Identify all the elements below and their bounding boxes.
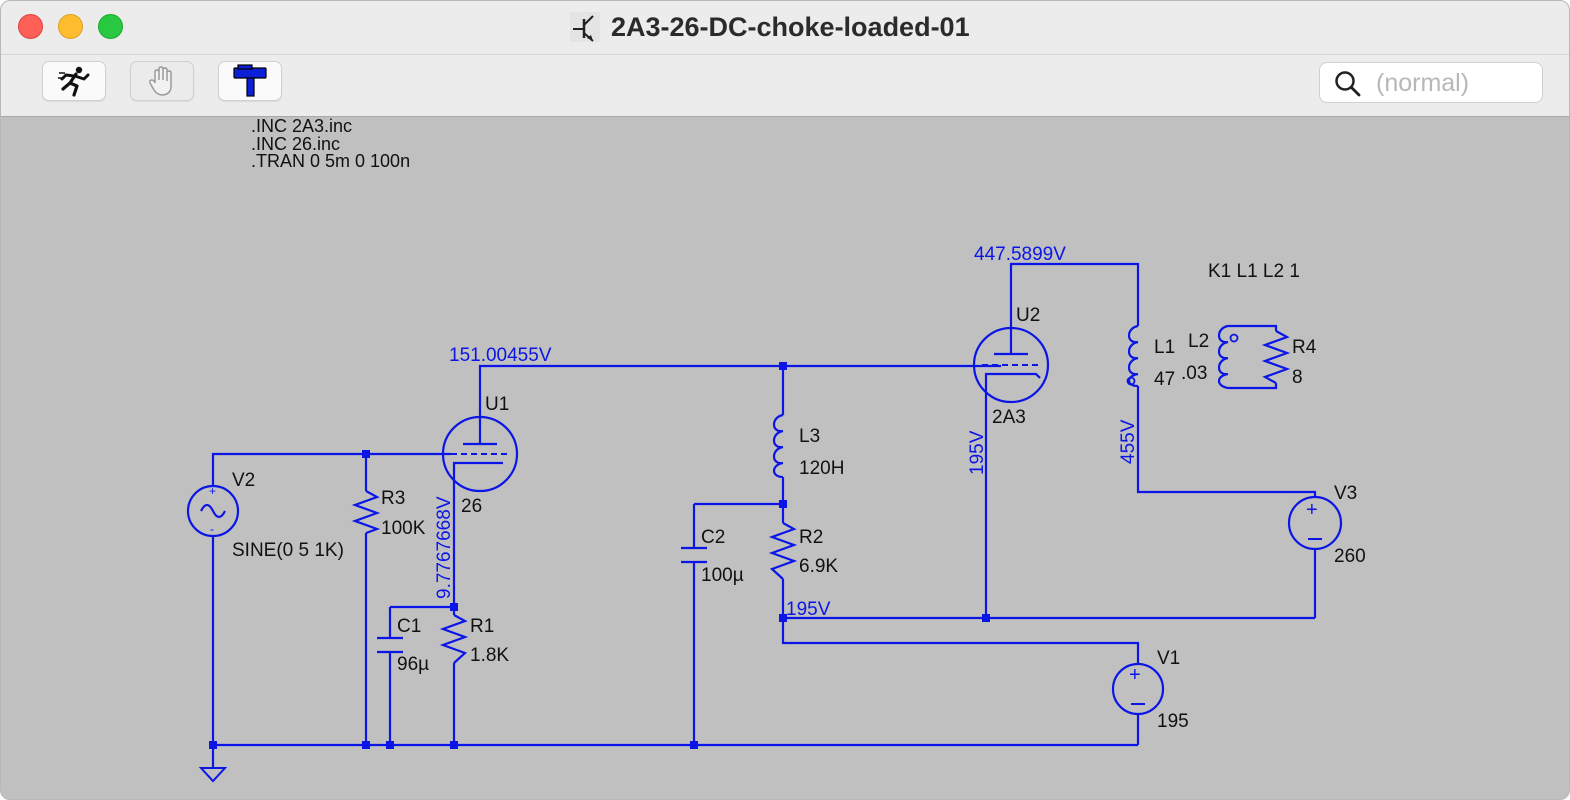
schematic-drawing[interactable]: .w { stroke:#0b16e6; stroke-width:2.2; f… xyxy=(1,116,1570,800)
hand-icon xyxy=(149,66,172,96)
l2-name: L2 xyxy=(1188,331,1209,352)
r4-name: R4 xyxy=(1292,337,1317,358)
u1-model: 26 xyxy=(461,496,482,517)
r3-name: R3 xyxy=(381,488,405,509)
u2-model: 2A3 xyxy=(992,407,1026,428)
l1-value: 47 xyxy=(1154,369,1175,390)
l1-inductor[interactable] xyxy=(1126,324,1139,388)
r1-value: 1.8K xyxy=(470,645,509,666)
c2-capacitor[interactable] xyxy=(681,546,707,564)
r3-value: 100K xyxy=(381,518,426,539)
u1-triode-tube[interactable] xyxy=(441,415,519,493)
svg-text:+: + xyxy=(1306,499,1318,521)
svg-text:+: + xyxy=(209,484,216,498)
node-voltage-label[interactable]: 195V xyxy=(786,599,831,620)
ground-symbol[interactable] xyxy=(198,767,228,783)
probe-button[interactable] xyxy=(218,61,282,101)
u2-name: U2 xyxy=(1016,305,1040,326)
v1-value: 195 xyxy=(1157,711,1189,732)
r3-resistor[interactable] xyxy=(351,490,381,535)
run-button[interactable] xyxy=(42,61,106,101)
svg-text:+: + xyxy=(1129,664,1141,686)
v3-value: 260 xyxy=(1334,546,1366,567)
c2-name: C2 xyxy=(701,527,725,548)
close-button[interactable] xyxy=(18,14,43,39)
u1-name: U1 xyxy=(485,394,509,415)
node-voltage-label[interactable]: 195V xyxy=(967,430,988,475)
v1-dc-source[interactable]: + xyxy=(1111,662,1165,716)
svg-text:-: - xyxy=(210,522,214,536)
l3-value: 120H xyxy=(799,458,844,479)
junctions xyxy=(209,362,990,749)
search-box[interactable] xyxy=(1319,62,1543,103)
coupling-directive[interactable]: K1 L1 L2 1 xyxy=(1208,261,1300,282)
halt-button[interactable] xyxy=(130,61,194,101)
u2-triode-tube[interactable] xyxy=(972,326,1050,404)
c1-value: 96µ xyxy=(397,654,429,675)
running-man-icon xyxy=(58,66,90,97)
c1-name: C1 xyxy=(397,616,421,637)
v3-dc-source[interactable]: + xyxy=(1287,495,1343,551)
window-title-text: 2A3-26-DC-choke-loaded-01 xyxy=(611,11,970,42)
spice-directive[interactable]: .INC 2A3.inc xyxy=(251,116,352,136)
node-voltage-label[interactable]: 9.7767668V xyxy=(434,496,455,599)
v3-name: V3 xyxy=(1334,483,1357,504)
v1-name: V1 xyxy=(1157,648,1180,669)
l3-name: L3 xyxy=(799,426,820,447)
node-voltage-label[interactable]: 455V xyxy=(1118,419,1139,464)
r1-name: R1 xyxy=(470,616,494,637)
search-icon xyxy=(1335,71,1361,97)
schematic-canvas[interactable]: .w { stroke:#0b16e6; stroke-width:2.2; f… xyxy=(1,116,1570,800)
minimize-button[interactable] xyxy=(58,14,83,39)
c1-capacitor[interactable] xyxy=(377,636,403,654)
v2-value: SINE(0 5 1K) xyxy=(232,540,344,561)
r2-value: 6.9K xyxy=(799,556,838,577)
l2-inductor[interactable] xyxy=(1217,324,1278,390)
spice-directive[interactable]: .INC 26.inc xyxy=(251,134,340,154)
wires[interactable] xyxy=(211,262,1317,767)
r4-resistor[interactable] xyxy=(1261,330,1291,384)
r4-value: 8 xyxy=(1292,367,1303,388)
r2-name: R2 xyxy=(799,527,823,548)
spice-directive[interactable]: .TRAN 0 5m 0 100n xyxy=(251,151,410,171)
r1-resistor[interactable] xyxy=(439,614,469,664)
node-voltage-label[interactable]: 151.00455V xyxy=(449,345,552,366)
r2-resistor[interactable] xyxy=(768,522,798,580)
title-bar: 2A3-26-DC-choke-loaded-01 xyxy=(1,1,1569,55)
window-title: 2A3-26-DC-choke-loaded-01 xyxy=(569,9,970,45)
l1-name: L1 xyxy=(1154,337,1175,358)
l2-value: .03 xyxy=(1181,363,1207,384)
v2-sine-source[interactable]: + - xyxy=(186,484,240,538)
schematic-doc-icon xyxy=(570,12,600,42)
l3-inductor[interactable] xyxy=(772,413,784,479)
hammer-icon xyxy=(233,64,267,97)
v2-name: V2 xyxy=(232,470,255,491)
zoom-button[interactable] xyxy=(98,14,123,39)
node-voltage-label[interactable]: 447.5899V xyxy=(974,244,1066,265)
search-input[interactable] xyxy=(1374,67,1534,99)
c2-value: 100µ xyxy=(701,565,744,586)
